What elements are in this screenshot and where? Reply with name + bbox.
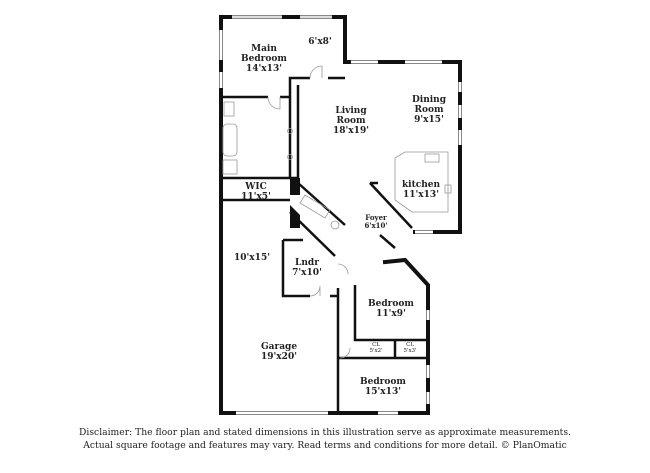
room-label-dining-room: Dining Room 9'x15' xyxy=(411,95,447,125)
room-label-laundry: Lndr 7'x10' xyxy=(292,258,322,278)
room-label-closet-a: CL 5'x2' xyxy=(369,342,383,354)
exterior-walls xyxy=(219,15,462,415)
room-label-closet-b: CL 5'x3' xyxy=(403,342,417,354)
room-label-kitchen: kitchen 11'x13' xyxy=(401,180,441,200)
disclaimer-line-1: Disclaimer: The floor plan and stated di… xyxy=(79,427,571,438)
stove-icon xyxy=(444,184,452,194)
door-arc xyxy=(309,285,321,297)
room-label-foyer: Foyer 6'x10' xyxy=(364,213,388,230)
hall-bath-tub xyxy=(299,194,331,219)
disclaimer-line-2: Actual square footage and features may v… xyxy=(83,440,567,451)
interior-walls xyxy=(221,76,428,413)
room-label-bedroom-3: Bedroom 15'x13' xyxy=(360,377,406,397)
wall-fill xyxy=(290,178,300,195)
door-arc xyxy=(339,347,351,359)
room-label-wic: WIC 11'x5' xyxy=(241,182,271,202)
door-arc xyxy=(267,96,281,110)
windows xyxy=(219,15,462,415)
room-label-garage: Garage 19'x20' xyxy=(260,342,298,362)
wall-fill xyxy=(290,205,300,228)
room-label-living-room: Living Room 18'x19' xyxy=(333,106,369,136)
fixtures xyxy=(222,65,452,359)
kitchen-counter xyxy=(394,151,449,213)
room-label-closet-6x8: 6'x8' xyxy=(308,37,332,47)
room-label-10x15: 10'x15' xyxy=(234,253,270,263)
shower-icon xyxy=(222,159,238,175)
door-arc xyxy=(309,65,323,79)
room-label-bedroom-2: Bedroom 11'x9' xyxy=(368,299,414,319)
disclaimer: Disclaimer: The floor plan and stated di… xyxy=(0,426,650,452)
door-arc xyxy=(337,263,349,275)
sink-icon xyxy=(287,154,293,160)
hall-bath-sink xyxy=(330,220,340,230)
toilet-icon xyxy=(223,101,235,117)
bathtub-icon xyxy=(222,123,238,157)
sink-icon xyxy=(287,128,293,134)
room-label-main-bedroom: Main Bedroom 14'x13' xyxy=(241,44,287,74)
kitchen-sink-icon xyxy=(424,153,440,163)
